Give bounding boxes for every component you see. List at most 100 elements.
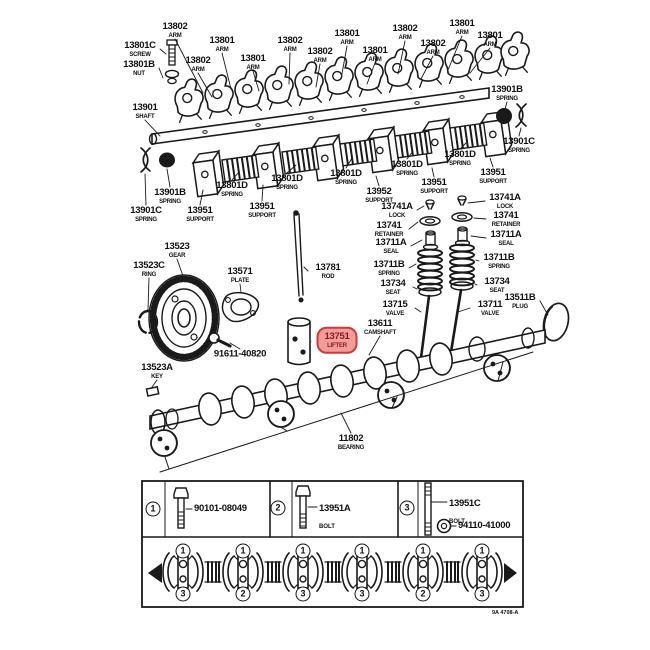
bolt-2-drawing: [295, 485, 318, 529]
leader-line: [406, 150, 414, 160]
leader-line: [199, 189, 204, 206]
leader-line: [158, 67, 164, 79]
part-name: SEAL: [498, 240, 514, 247]
leader-line: [408, 221, 419, 230]
legend-table-frame: [141, 480, 524, 608]
part-name: LIFTER: [327, 342, 347, 349]
part-name: RING: [141, 271, 157, 278]
camshaft-drawing: [149, 327, 546, 435]
bolt-91611-drawing: [208, 332, 232, 348]
part-name: GEAR: [168, 252, 186, 259]
key-drawing: [145, 385, 160, 397]
part-number: 13741: [376, 219, 402, 231]
bearings-drawing: [150, 351, 534, 473]
leader-line: [345, 157, 353, 169]
rocker-layout-schematic: [148, 552, 517, 592]
part-name: SUPPORT: [365, 197, 393, 204]
part-number: 13951: [480, 166, 506, 178]
part-number: 13901C: [503, 135, 535, 147]
part-number: 13801B: [123, 58, 155, 70]
part-name: ARM: [246, 64, 260, 71]
plate-drawing: [221, 291, 260, 323]
leader-line: [447, 35, 463, 71]
leader-line: [340, 412, 352, 434]
leader-lines: [144, 35, 549, 434]
part-name: ARM: [483, 41, 497, 48]
part-number: 13801: [240, 52, 266, 64]
part-name: ARM: [313, 57, 327, 64]
part-number: 13751: [324, 330, 350, 342]
leader-line: [420, 55, 434, 80]
part-name: LOCK: [388, 212, 406, 219]
part-number: 13741A: [381, 200, 413, 212]
leader-line: [221, 52, 232, 90]
part-name: PLUG: [512, 303, 528, 310]
leader-line: [489, 157, 494, 168]
part-name: RETAINER: [374, 231, 404, 238]
leader-line: [368, 335, 381, 356]
part-name: SUPPORT: [479, 178, 507, 185]
leader-line: [229, 342, 241, 350]
part-number: 13901B: [154, 186, 186, 198]
leader-line: [147, 277, 150, 311]
leader-line: [518, 127, 522, 137]
part-name: CAMSHAFT: [363, 329, 397, 336]
leader-line: [309, 339, 312, 342]
leader-line: [315, 63, 321, 88]
part-number: 13523A: [141, 361, 173, 373]
part-label-91611-40820[interactable]: 91611-40820: [214, 349, 266, 359]
leader-line: [340, 45, 348, 80]
part-number: 13951: [421, 176, 447, 188]
